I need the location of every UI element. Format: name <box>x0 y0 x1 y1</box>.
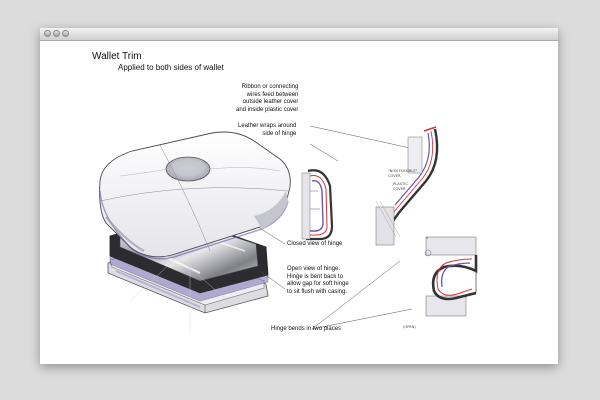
minimize-window-button[interactable] <box>53 30 60 37</box>
note-open: (OPEN) <box>403 325 416 329</box>
note-circled-number: 1 <box>426 236 429 240</box>
close-window-button[interactable] <box>44 30 51 37</box>
leader-lines <box>257 125 413 330</box>
wallet-exploded-sketch <box>99 131 291 331</box>
zoom-window-button[interactable] <box>62 30 69 37</box>
sheet-subtitle: Applied to both sides of wallet <box>118 63 224 72</box>
browser-window: Wallet Trim Applied to both sides of wal… <box>40 28 558 364</box>
callout-hinge-bends: Hinge bends in two places <box>271 326 342 332</box>
hinge-section-detail-3 <box>424 236 478 317</box>
note-non-flexible-cover: "NON FLEXIBLE" COVER. <box>388 169 418 178</box>
callout-closed-hinge: Closed view of hinge <box>287 241 343 247</box>
sheet-title: Wallet Trim <box>92 51 142 62</box>
window-titlebar <box>40 28 558 41</box>
callout-leather-wrap: Leather wraps around side of hinge <box>238 123 297 137</box>
callout-open-hinge: Open view of hinge. Hinge is bent back t… <box>287 266 349 295</box>
sketch-sheet: Wallet Trim Applied to both sides of wal… <box>40 41 558 364</box>
hinge-section-detail-2 <box>375 126 439 246</box>
note-plastic-cover: PLASTIC COVER <box>393 182 408 191</box>
sketch-artwork <box>99 125 478 331</box>
hinge-section-detail-1 <box>301 169 334 241</box>
callout-ribbon: Ribbon or connecting wires feed between … <box>236 84 299 113</box>
